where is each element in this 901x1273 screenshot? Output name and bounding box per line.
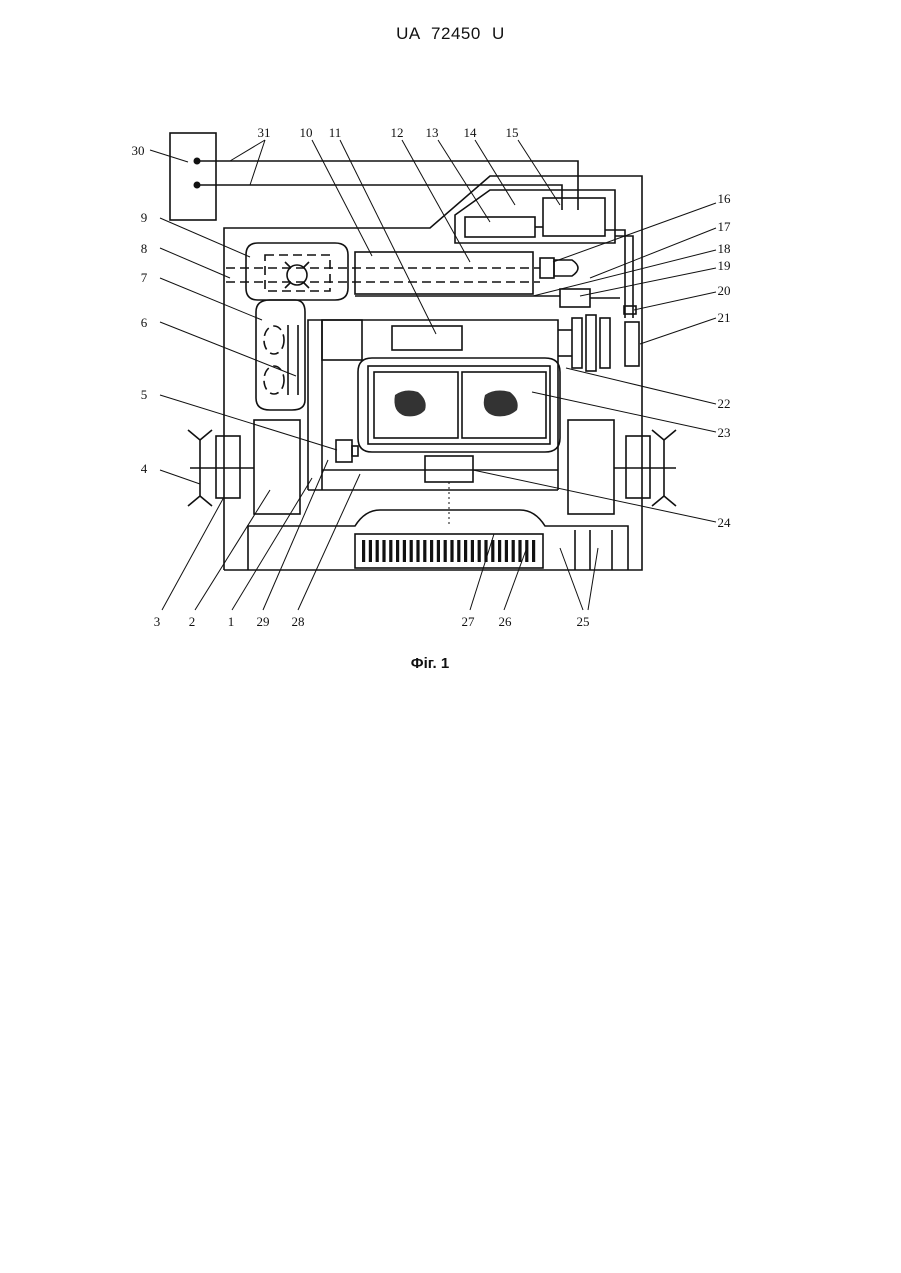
part-label-8: 8 bbox=[141, 241, 148, 256]
part-label-12: 12 bbox=[391, 125, 404, 140]
part-label-18: 18 bbox=[718, 241, 731, 256]
control-box bbox=[170, 133, 216, 220]
part-label-2: 2 bbox=[189, 614, 196, 629]
radiator-block bbox=[248, 510, 628, 570]
part-label-10: 10 bbox=[300, 125, 313, 140]
left-wheel bbox=[188, 420, 300, 514]
figure-caption: Фіг. 1 bbox=[0, 655, 860, 672]
electronics-unit bbox=[455, 190, 615, 243]
part-label-11: 11 bbox=[329, 125, 342, 140]
part-label-13: 13 bbox=[426, 125, 439, 140]
upper-shaft-assembly bbox=[226, 243, 578, 300]
part-label-30: 30 bbox=[132, 143, 145, 158]
part-label-20: 20 bbox=[718, 283, 731, 298]
part-label-23: 23 bbox=[718, 425, 731, 440]
part-label-26: 26 bbox=[499, 614, 513, 629]
part-label-21: 21 bbox=[718, 310, 731, 325]
part-label-16: 16 bbox=[718, 191, 732, 206]
part-label-15: 15 bbox=[506, 125, 519, 140]
part-label-24: 24 bbox=[718, 515, 732, 530]
leader-lines bbox=[150, 140, 716, 610]
motor-small bbox=[336, 440, 358, 462]
part-label-27: 27 bbox=[462, 614, 476, 629]
part-label-17: 17 bbox=[718, 219, 732, 234]
part-label-19: 19 bbox=[718, 258, 731, 273]
part-label-29: 29 bbox=[257, 614, 270, 629]
part-label-6: 6 bbox=[141, 315, 148, 330]
sensor-box bbox=[560, 289, 620, 307]
right-drum bbox=[558, 315, 639, 371]
right-wheel bbox=[568, 420, 676, 514]
roller-unit bbox=[256, 300, 305, 410]
part-label-5: 5 bbox=[141, 387, 148, 402]
part-label-22: 22 bbox=[718, 396, 731, 411]
part-label-25: 25 bbox=[577, 614, 590, 629]
part-label-9: 9 bbox=[141, 210, 148, 225]
part-label-7: 7 bbox=[141, 270, 148, 285]
part-label-31: 31 bbox=[258, 125, 271, 140]
part-label-3: 3 bbox=[154, 614, 161, 629]
part-label-4: 4 bbox=[141, 461, 148, 476]
main-housing bbox=[224, 176, 642, 570]
processing-chamber bbox=[358, 358, 560, 452]
cable-lines bbox=[197, 161, 578, 210]
part-label-1: 1 bbox=[228, 614, 235, 629]
part-label-28: 28 bbox=[292, 614, 305, 629]
central-frame bbox=[308, 320, 558, 490]
part-label-14: 14 bbox=[464, 125, 478, 140]
